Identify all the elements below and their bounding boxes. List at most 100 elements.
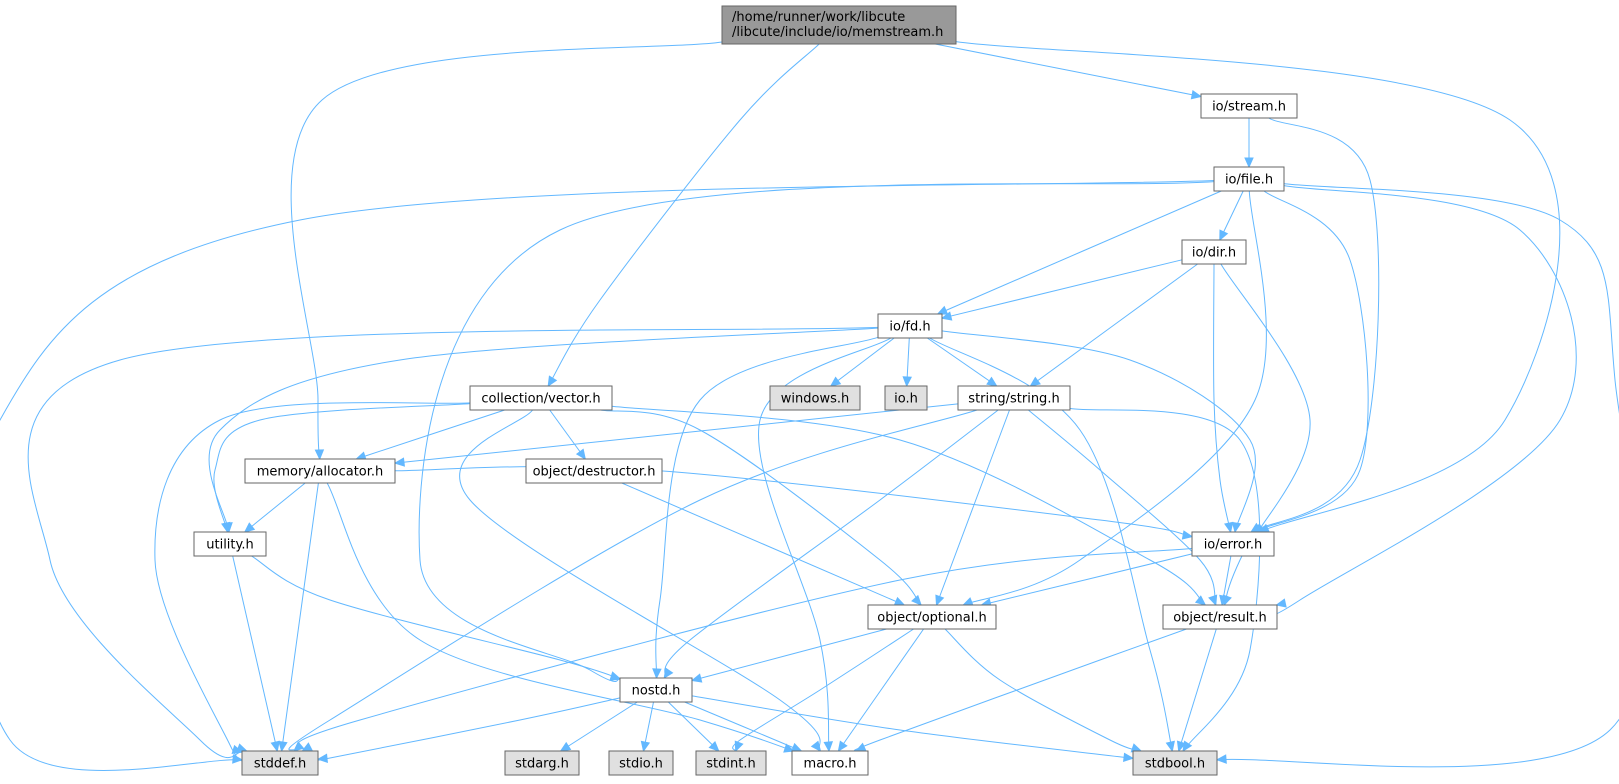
edge-file-to-fd — [936, 190, 1222, 315]
node-box[interactable] — [619, 677, 693, 703]
node-stdarg[interactable]: stdarg.h — [504, 750, 580, 776]
edge-vector-to-destructor — [549, 409, 587, 460]
edge-line — [459, 409, 821, 752]
edge-line — [232, 555, 278, 752]
edge-arrowhead — [652, 668, 662, 680]
node-destructor[interactable]: object/destructor.h — [525, 458, 663, 484]
edge-error-to-result — [1219, 555, 1232, 607]
edge-line — [963, 190, 1267, 606]
edge-line — [1178, 628, 1217, 752]
node-stdio[interactable]: stdio.h — [608, 750, 674, 776]
edge-vector-to-allocator — [355, 409, 505, 461]
node-vector[interactable]: collection/vector.h — [469, 385, 613, 411]
node-optional[interactable]: object/optional.h — [867, 604, 997, 630]
edge-vector-to-utility — [213, 403, 471, 534]
node-stdint[interactable]: stdint.h — [695, 750, 767, 776]
node-stream[interactable]: io/stream.h — [1200, 93, 1298, 119]
node-box[interactable] — [1162, 604, 1278, 630]
node-ioh[interactable]: io.h — [884, 385, 928, 411]
node-dir[interactable]: io/dir.h — [1181, 239, 1247, 265]
edge-arrowhead — [893, 596, 906, 606]
node-stddef[interactable]: stddef.h — [241, 750, 319, 776]
edge-arrowhead — [1244, 157, 1254, 169]
edge-file-to-result — [1271, 185, 1577, 616]
node-box[interactable] — [1181, 239, 1247, 265]
edge-arrowhead — [301, 742, 313, 752]
node-box[interactable] — [791, 750, 869, 776]
edge-arrowhead — [232, 754, 244, 764]
edge-line — [941, 259, 1183, 319]
node-box[interactable] — [695, 750, 767, 776]
edge-line — [1213, 263, 1232, 533]
node-box[interactable] — [1191, 531, 1275, 557]
node-box[interactable] — [244, 458, 396, 484]
edge-arrowhead — [547, 375, 558, 388]
edge-line — [981, 553, 1193, 606]
edge-arrowhead — [829, 376, 842, 387]
edge-fd-to-ioh — [902, 337, 912, 388]
node-box[interactable] — [608, 750, 674, 776]
edge-line — [560, 701, 638, 752]
node-box[interactable] — [1132, 750, 1218, 776]
edge-arrowhead — [640, 740, 651, 753]
edge-line — [281, 482, 319, 752]
node-label: utility.h — [206, 538, 253, 553]
edge-nostd-to-stdarg — [559, 701, 638, 752]
edge-fd-to-error — [941, 330, 1256, 534]
node-label: memory/allocator.h — [257, 465, 384, 480]
node-box[interactable] — [1200, 93, 1298, 119]
edge-destructor-to-optional — [621, 482, 906, 606]
node-box[interactable] — [1213, 166, 1285, 192]
node-box[interactable] — [469, 385, 613, 411]
node-label: object/result.h — [1173, 611, 1267, 626]
node-box[interactable] — [721, 5, 957, 45]
node-label: macro.h — [804, 757, 857, 772]
edge-line — [837, 628, 925, 752]
node-file[interactable]: io/file.h — [1213, 166, 1285, 192]
edge-line — [290, 41, 723, 460]
edge-line — [1027, 409, 1217, 606]
edge-line — [27, 326, 879, 759]
node-box[interactable] — [957, 385, 1071, 411]
edge-fd-to-stddef — [27, 326, 879, 759]
node-windows[interactable]: windows.h — [769, 385, 861, 411]
edge-fd-to-nostd — [652, 336, 879, 680]
edge-arrowhead — [221, 521, 231, 534]
edge-arrowhead — [783, 743, 795, 753]
node-string[interactable]: string/string.h — [957, 385, 1071, 411]
node-box[interactable] — [884, 385, 928, 411]
node-stdbool[interactable]: stdbool.h — [1132, 750, 1218, 776]
edge-arrowhead — [940, 311, 953, 321]
edge-line — [830, 337, 895, 387]
node-memstream[interactable]: /home/runner/work/libcute/libcute/includ… — [721, 5, 957, 45]
node-fd[interactable]: io/fd.h — [877, 313, 943, 339]
node-utility[interactable]: utility.h — [193, 531, 267, 557]
node-box[interactable] — [877, 313, 943, 339]
edge-line — [1253, 190, 1369, 533]
node-box[interactable] — [525, 458, 663, 484]
edge-line — [418, 181, 1215, 682]
node-label: windows.h — [781, 392, 849, 407]
edge-arrowhead — [609, 671, 622, 681]
edge-arrowhead — [1029, 376, 1041, 387]
node-macro[interactable]: macro.h — [791, 750, 869, 776]
edge-arrowhead — [1176, 740, 1187, 753]
edge-memstream-to-allocator — [290, 41, 723, 461]
node-allocator[interactable]: memory/allocator.h — [244, 458, 396, 484]
edge-arrowhead — [314, 449, 325, 461]
node-label: stdint.h — [706, 757, 755, 772]
nodes-layer: /home/runner/work/libcute/libcute/includ… — [193, 5, 1298, 776]
node-result[interactable]: object/result.h — [1162, 604, 1278, 630]
node-label: io/fd.h — [889, 320, 930, 335]
edge-arrowhead — [559, 741, 572, 752]
node-box[interactable] — [241, 750, 319, 776]
node-label: string/string.h — [968, 392, 1059, 407]
node-box[interactable] — [504, 750, 580, 776]
edge-line — [208, 327, 879, 533]
node-box[interactable] — [867, 604, 997, 630]
node-box[interactable] — [193, 531, 267, 557]
edge-optional-to-nostd — [690, 628, 887, 683]
node-error[interactable]: io/error.h — [1191, 531, 1275, 557]
node-nostd[interactable]: nostd.h — [619, 677, 693, 703]
node-box[interactable] — [769, 385, 861, 411]
